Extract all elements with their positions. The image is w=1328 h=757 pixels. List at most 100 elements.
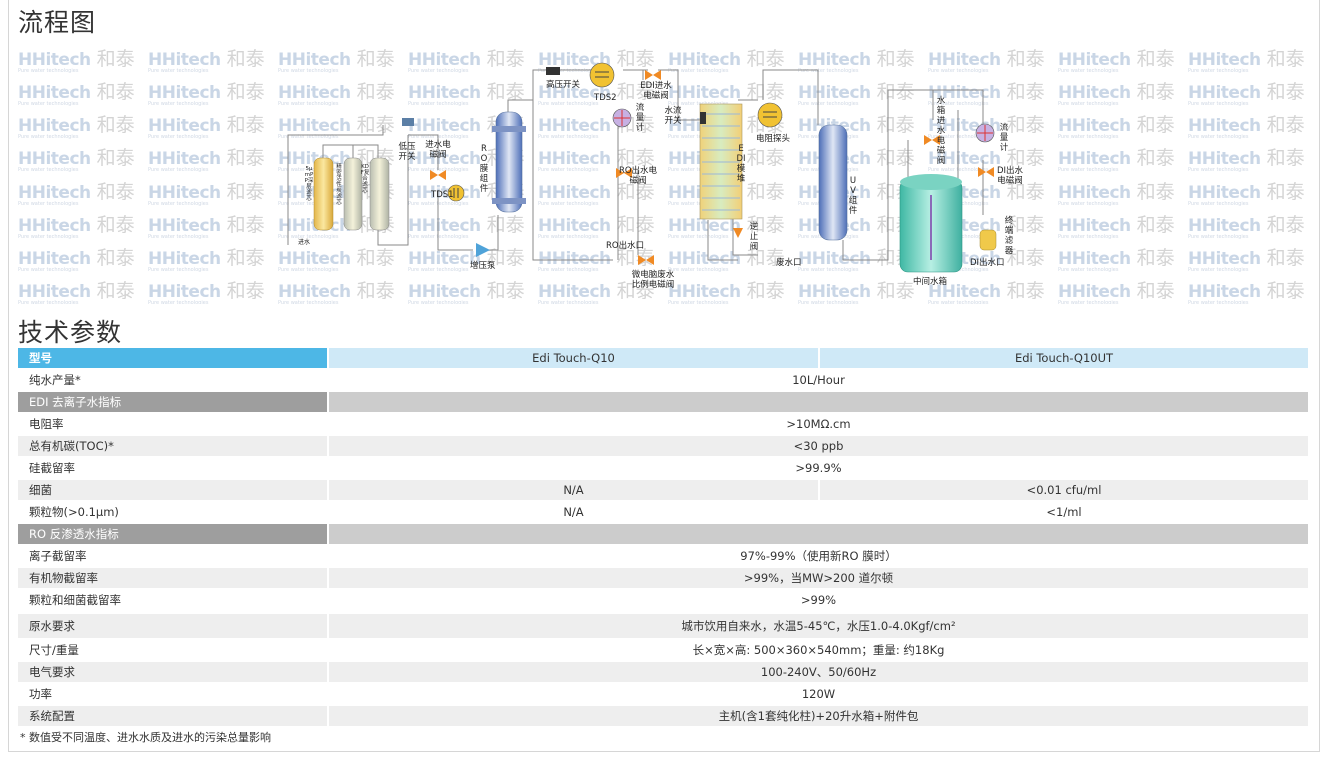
spec-row-label: 细菌 [18,480,327,500]
booster-pump-symbol [476,243,490,257]
label-waste-valve: 微电脑废水比例电磁阀 [631,270,675,290]
spec-section-title: 技术参数 [18,318,123,347]
spec-value-shared: 100-240V、50/60Hz [329,662,1308,682]
label-ro-module: RO膜组件 [479,144,489,194]
intermediate-water-tank [899,174,963,273]
spec-header-row: 型号 Edi Touch-Q10 Edi Touch-Q10UT [18,348,1308,368]
spec-row-label: 颗粒和细菌截留率 [18,590,327,610]
spec-value-shared: >99% [329,590,1308,610]
spec-value-q10ut: <0.01 cfu/ml [820,480,1308,500]
label-check-valve: 逆止阀 [749,222,759,252]
footnote: * 数值受不同温度、进水水质及进水的污染总量影响 [20,731,271,744]
spec-group-fill [329,392,1308,412]
flowmeter-2-symbol [975,123,995,143]
spec-value-shared: 城市饮用自来水，水温5-45℃，水压1.0-4.0Kgf/cm² [329,614,1308,638]
terminal-filter-unit [979,229,997,251]
label-ro-outlet: RO出水口 [606,241,645,251]
spec-value-shared: <30 ppb [329,436,1308,456]
spec-group-row: RO 反渗透水指标 [18,524,1308,544]
label-edi-inlet-valve: EDI进水电磁阀 [640,81,672,101]
composite-filter-cartridge [369,157,390,231]
spec-group-fill [329,524,1308,544]
spec-row-label: 纯水产量* [18,370,327,390]
spec-row: 颗粒和细菌截留率>99% [18,590,1308,610]
label-tds2: TDS2 [594,93,617,103]
spec-value-shared: 97%-99%（使用新RO 膜时） [329,546,1308,566]
label-low-pressure-switch: 低压开关 [398,142,416,162]
tds2-sensor [589,62,615,88]
content-frame [8,0,1320,752]
spec-row: 系统配置主机(含1套纯化柱)+20升水箱+附件包 [18,706,1308,726]
spec-row-label: 硅截留率 [18,458,327,478]
spec-value-shared: 10L/Hour [329,370,1308,390]
label-pp-filter: 5μmPP深层滤芯 [304,166,314,202]
spec-value-shared: 120W [329,684,1308,704]
spec-row: 有机物截留率>99%，当MW>200 道尔顿 [18,568,1308,588]
spec-row-label: EDI 去离子水指标 [18,392,327,412]
header-model-label: 型号 [18,348,327,368]
spec-row-label: 原水要求 [18,614,327,638]
flowmeter-1-symbol [612,108,632,128]
spec-row-label: 离子截留率 [18,546,327,566]
spec-value-shared: 长×宽×高: 500×360×540mm；重量: 约18Kg [329,640,1308,660]
label-tank-inlet-valve: 水箱进水电磁阀 [936,96,946,166]
spec-row: 纯水产量*10L/Hour [18,370,1308,390]
solenoid-valves [430,70,994,265]
spec-row: 总有机碳(TOC)*<30 ppb [18,436,1308,456]
label-resistivity-probe: 电阻探头 [756,134,791,144]
spec-value-shared: 主机(含1套纯化柱)+20升水箱+附件包 [329,706,1308,726]
spec-row-label: 电阻率 [18,414,327,434]
spec-row: 尺寸/重量长×宽×高: 500×360×540mm；重量: 约18Kg [18,640,1308,660]
spec-value-q10: N/A [329,480,818,500]
label-uv-module: UV组件 [848,176,858,216]
header-model-q10: Edi Touch-Q10 [329,348,818,368]
spec-row: 颗粒物(>0.1μm)N/A<1/ml [18,502,1308,522]
tds1-sensor [447,184,465,202]
label-intermediate-tank: 中间水箱 [913,277,948,287]
spec-row: 电阻率>10MΩ.cm [18,414,1308,434]
spec-row-label: 尺寸/重量 [18,640,327,660]
label-ro-outlet-valve: RO出水电磁阀 [618,166,658,186]
label-inlet: 进水 [298,239,311,246]
spec-row-label: 总有机碳(TOC)* [18,436,327,456]
spec-row-label: 系统配置 [18,706,327,726]
spec-value-q10ut: <1/ml [820,502,1308,522]
flow-section-title: 流程图 [18,8,97,37]
header-model-q10ut: Edi Touch-Q10UT [820,348,1308,368]
label-terminal-filter: 终端滤器 [1004,216,1014,256]
spec-row: 硅截留率>99.9% [18,458,1308,478]
spec-row: 原水要求城市饮用自来水，水温5-45℃，水压1.0-4.0Kgf/cm² [18,614,1308,638]
label-waste-outlet: 废水口 [776,258,802,268]
spec-row-label: 有机物截留率 [18,568,327,588]
spec-row-label: 电气要求 [18,662,327,682]
label-inlet-valve: 进水电磁阀 [425,140,451,160]
edi-stack [699,103,743,220]
spec-value-shared: >99.9% [329,458,1308,478]
label-water-flow-switch: 水流开关 [664,106,682,126]
label-flowmeter-2: 流量计 [999,123,1009,153]
pressure-switches [402,67,706,126]
spec-value-shared: >10MΩ.cm [329,414,1308,434]
spec-row-label: 功率 [18,684,327,704]
label-flowmeter-1: 流量计 [635,103,645,133]
label-high-pressure-switch: 高压开关 [546,80,581,90]
label-di-outlet: DI出水口 [970,258,1005,268]
spec-row-label: 颗粒物(>0.1μm) [18,502,327,522]
label-carbon-filter: 精密活性炭滤芯 [336,164,342,206]
uv-module [818,124,848,241]
spec-group-row: EDI 去离子水指标 [18,392,1308,412]
label-di-outlet-valve: DI出水电磁阀 [996,166,1024,186]
resistivity-probe-sensor [757,102,783,128]
flow-diagram-graphic [287,62,997,273]
spec-row-label: RO 反渗透水指标 [18,524,327,544]
spec-value-shared: >99%，当MW>200 道尔顿 [329,568,1308,588]
pp-filter-cartridge [313,157,334,231]
label-booster-pump: 增压泵 [470,261,496,271]
label-edi-stack: EDI模堆 [736,144,746,184]
ro-membrane-module [492,111,526,213]
